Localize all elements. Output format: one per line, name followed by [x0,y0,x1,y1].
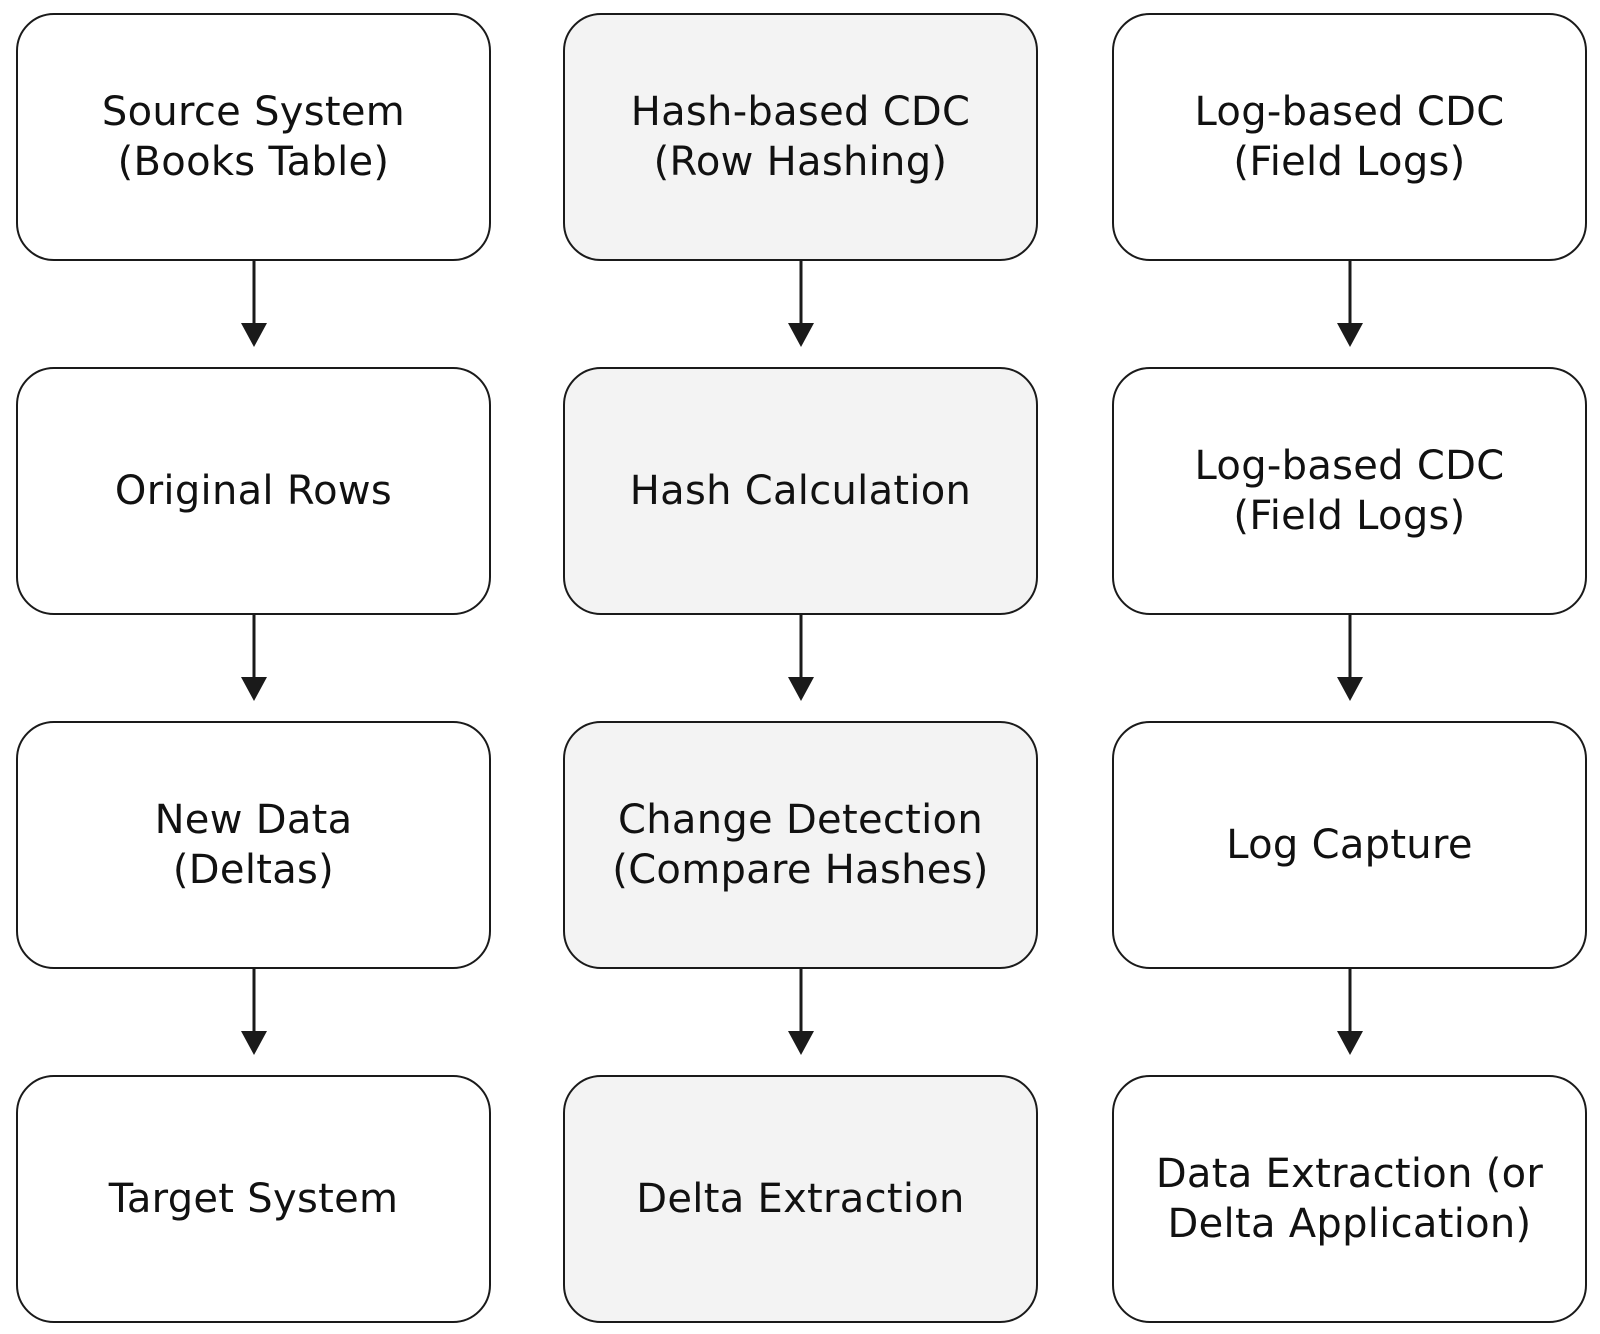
node-label: Change Detection (Compare Hashes) [612,797,989,893]
flow-arrow [786,261,816,349]
flow-arrow [239,261,269,349]
flow-arrow [239,615,269,703]
node-label: Delta Extraction [636,1176,965,1222]
flow-arrow [1335,969,1365,1057]
node-label: Log-based CDC (Field Logs) [1194,89,1505,185]
node-label: Log-based CDC (Field Logs) [1194,443,1505,539]
node-label: Data Extraction (or Delta Application) [1155,1151,1544,1247]
node-label: Log Capture [1226,822,1473,868]
node-label: Source System (Books Table) [101,89,406,185]
flow-arrow [786,615,816,703]
node-target-system: Target System [16,1075,491,1323]
node-hash-based-cdc: Hash-based CDC (Row Hashing) [563,13,1038,261]
flow-arrow [786,969,816,1057]
node-label: Hash-based CDC (Row Hashing) [630,89,971,185]
flow-arrow [239,969,269,1057]
flow-arrow [1335,261,1365,349]
node-label: Hash Calculation [629,468,972,514]
node-label: Target System [108,1176,399,1222]
node-log-based-cdc-second: Log-based CDC (Field Logs) [1112,367,1587,615]
node-label: New Data (Deltas) [154,797,353,893]
node-label: Original Rows [114,468,393,514]
node-data-extraction: Data Extraction (or Delta Application) [1112,1075,1587,1323]
node-hash-calculation: Hash Calculation [563,367,1038,615]
node-original-rows: Original Rows [16,367,491,615]
node-log-based-cdc: Log-based CDC (Field Logs) [1112,13,1587,261]
flow-arrow [1335,615,1365,703]
node-delta-extraction: Delta Extraction [563,1075,1038,1323]
node-log-capture: Log Capture [1112,721,1587,969]
node-new-data: New Data (Deltas) [16,721,491,969]
node-source-system: Source System (Books Table) [16,13,491,261]
node-change-detection: Change Detection (Compare Hashes) [563,721,1038,969]
